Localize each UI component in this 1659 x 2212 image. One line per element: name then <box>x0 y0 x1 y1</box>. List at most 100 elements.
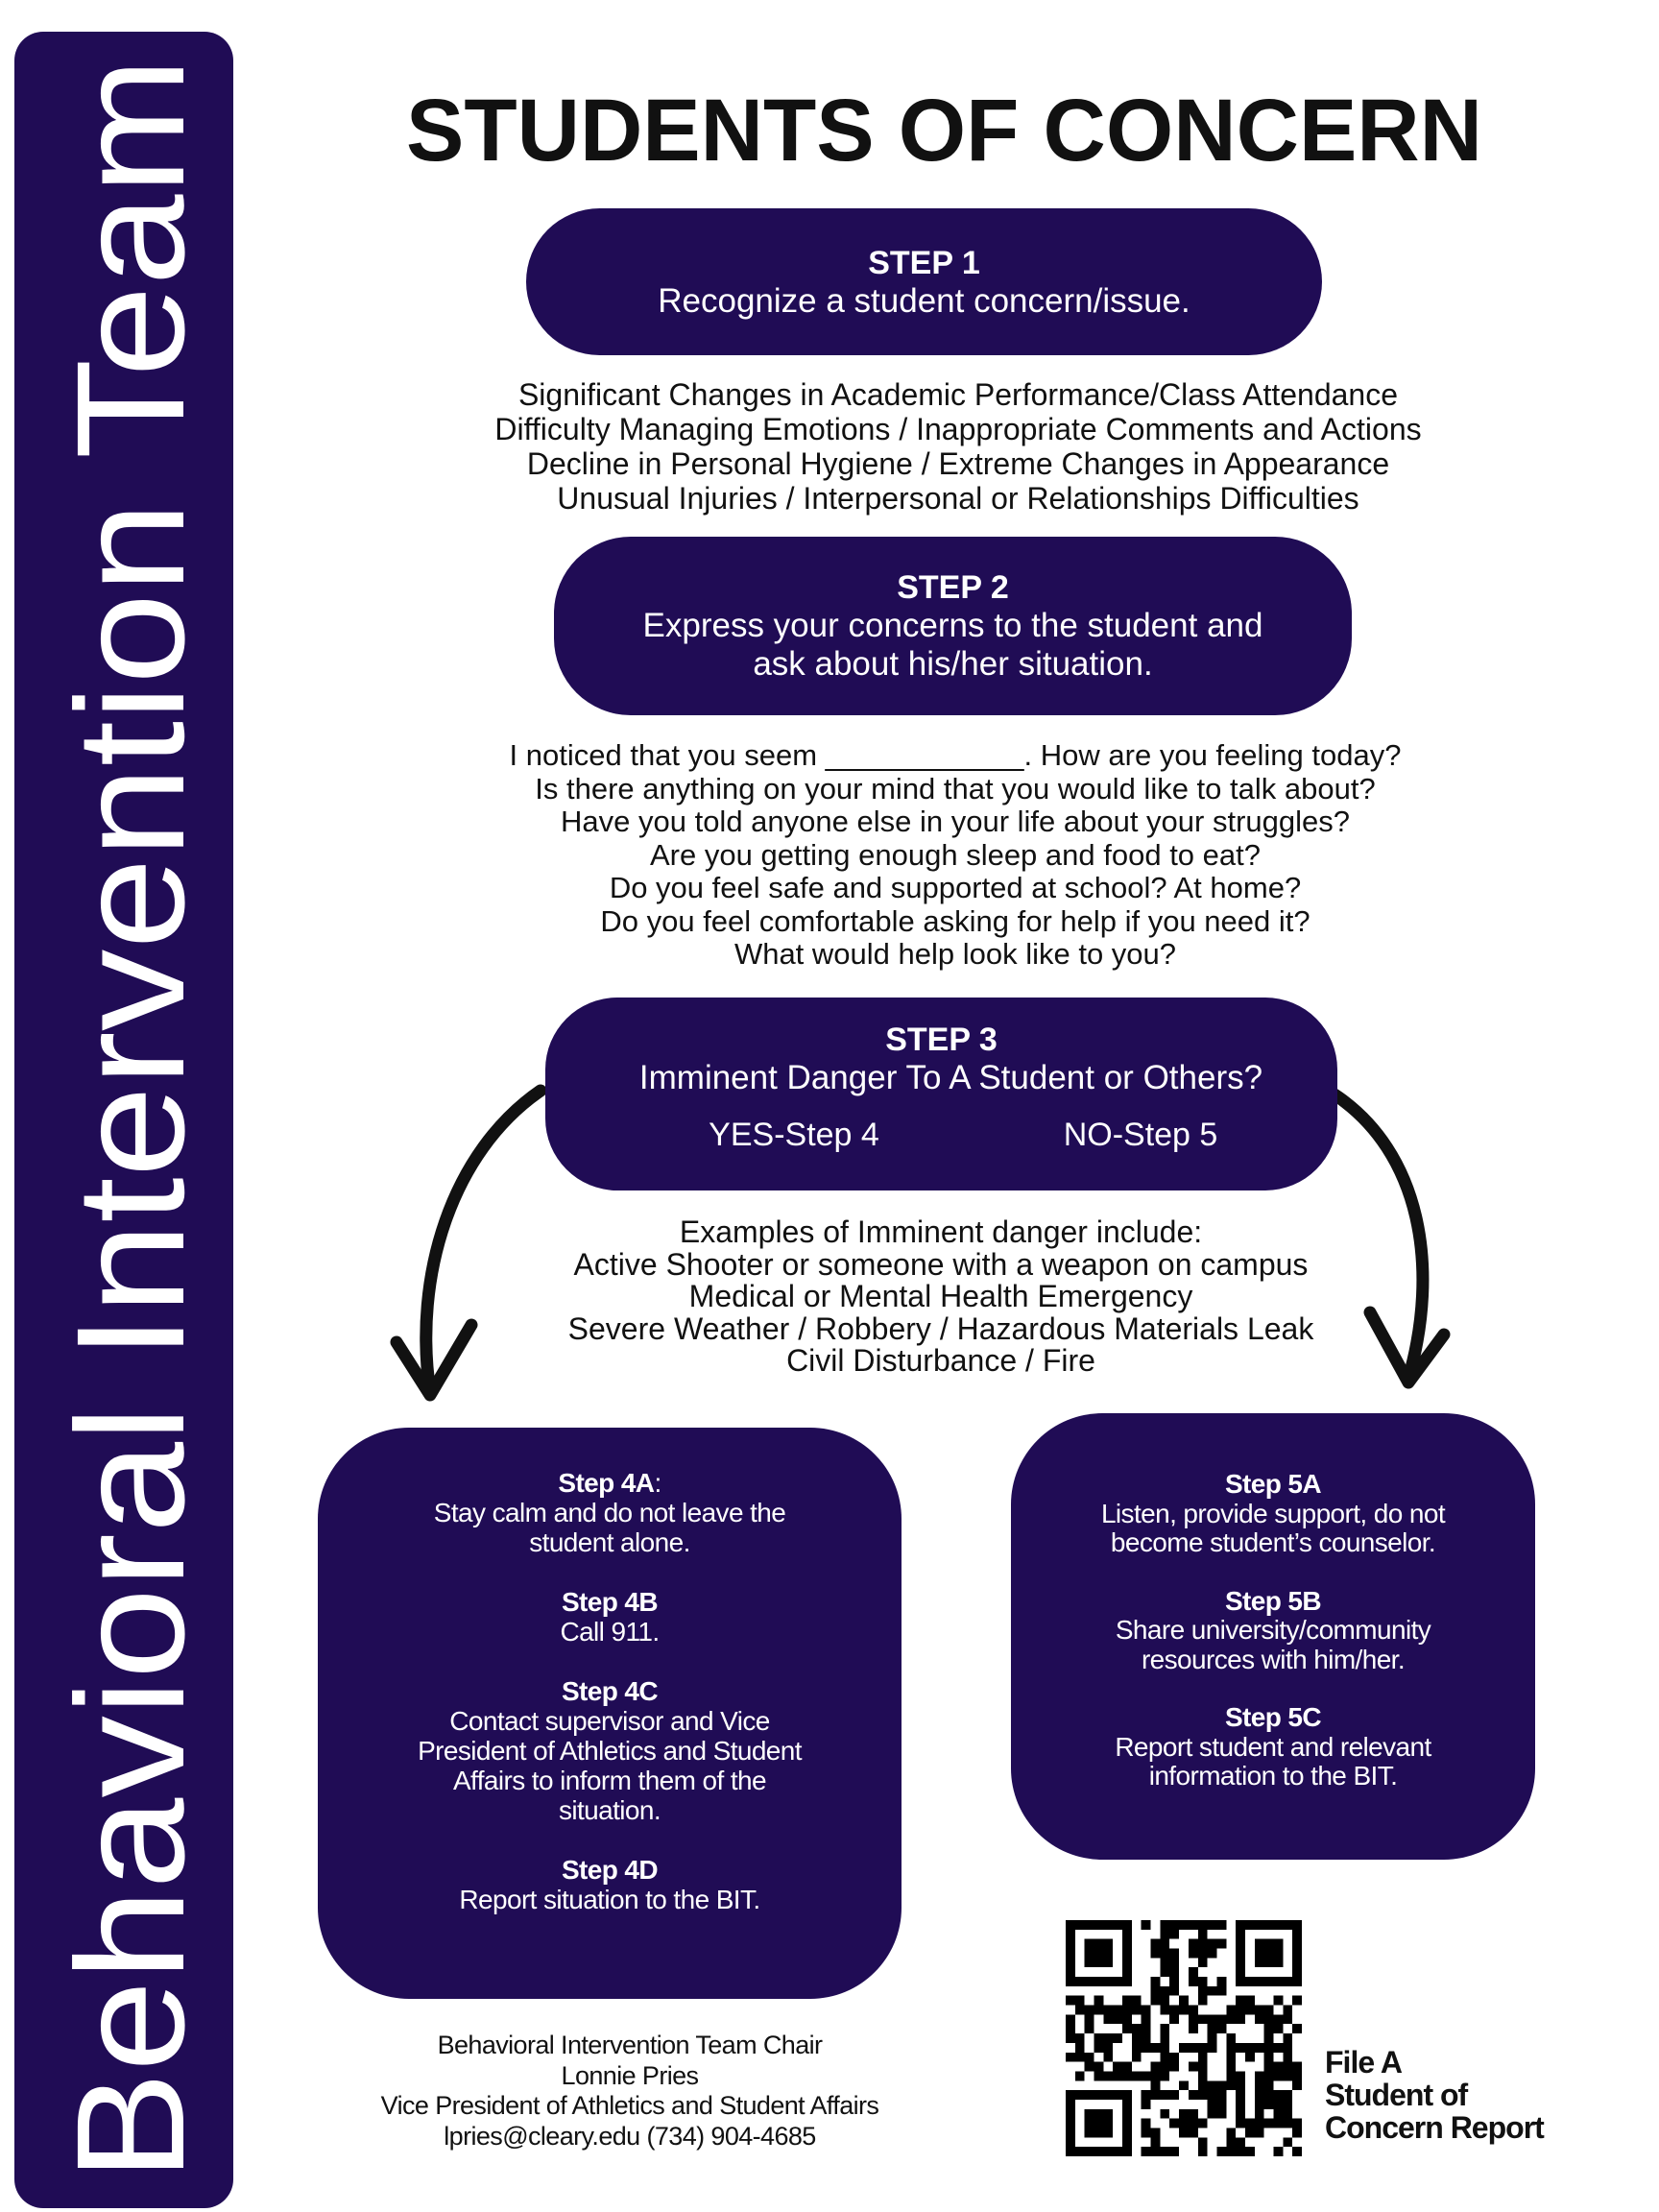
qr-module <box>1226 2147 1237 2156</box>
qr-module <box>1160 1985 1170 1996</box>
qr-module <box>1084 2014 1094 2025</box>
step4d-line: Report situation to the BIT. <box>459 1885 760 1914</box>
qr-module <box>1236 1967 1245 1978</box>
qr-module <box>1131 2005 1142 2015</box>
qr-module <box>1244 2052 1255 2062</box>
qr-module <box>1066 2137 1075 2148</box>
qr-module <box>1131 2042 1142 2053</box>
sign-line: Unusual Injuries / Interpersonal or Rela… <box>557 481 1359 516</box>
qr-module <box>1197 1938 1208 1949</box>
contact-email-phone[interactable]: lpries@cleary.edu (734) 904-4685 <box>444 2121 816 2151</box>
qr-module <box>1122 2118 1132 2128</box>
qr-module <box>1094 1977 1104 1986</box>
step1-signs: Significant Changes in Academic Performa… <box>494 377 1421 516</box>
qr-module <box>1244 2147 1255 2156</box>
step5-box: Step 5A Listen, provide support, do not … <box>1011 1413 1535 1860</box>
qr-module <box>1150 2147 1161 2156</box>
qr-module <box>1113 2090 1123 2100</box>
qr-module <box>1254 1958 1264 1968</box>
step1-heading: STEP 1 <box>868 244 980 281</box>
qr-module <box>1103 2052 1114 2062</box>
qr-module <box>1074 2005 1085 2015</box>
qr-module <box>1188 2014 1198 2025</box>
qr-module <box>1066 1920 1075 1930</box>
qr-module <box>1207 1938 1217 1949</box>
qr-module <box>1216 1920 1227 1930</box>
qr-module <box>1188 2024 1198 2034</box>
qr-module <box>1122 1929 1132 1939</box>
qr-module <box>1113 2014 1123 2025</box>
question-line: Do you feel safe and supported at school… <box>609 871 1302 904</box>
qr-module <box>1084 1977 1094 1986</box>
step5a-label: Step 5A <box>1224 1469 1322 1499</box>
qr-module <box>1207 2042 1217 2053</box>
step4b-line: Call 911. <box>560 1617 660 1647</box>
qr-module <box>1066 2108 1075 2119</box>
qr-module <box>1103 1948 1114 1959</box>
qr-module <box>1160 2042 1170 2053</box>
qr-module <box>1150 2080 1161 2091</box>
qr-label[interactable]: File A Student of Concern Report <box>1325 2046 1545 2144</box>
qr-module <box>1179 2108 1189 2119</box>
qr-module <box>1141 2014 1151 2025</box>
qr-module <box>1273 1977 1284 1986</box>
qr-module <box>1197 1948 1208 1959</box>
qr-module <box>1216 1985 1227 1996</box>
step4a-colon: : <box>654 1468 661 1498</box>
qr-module <box>1283 2099 1293 2109</box>
qr-module <box>1150 1938 1161 1949</box>
qr-module <box>1236 1920 1245 1930</box>
qr-module <box>1141 2033 1151 2043</box>
qr-module <box>1150 2090 1161 2100</box>
qr-module <box>1226 2052 1237 2062</box>
sign-line: Difficulty Managing Emotions / Inappropr… <box>494 412 1422 446</box>
qr-module <box>1141 2118 1151 2128</box>
arrow-to-step4 <box>390 1084 547 1402</box>
step2-pill: STEP 2 Express your concerns to the stud… <box>554 537 1352 715</box>
qr-module <box>1113 1977 1123 1986</box>
qr-module <box>1207 1948 1217 1959</box>
step2-text: ask about his/her situation. <box>753 645 1153 683</box>
step5b-label: Step 5B <box>1224 1585 1322 1616</box>
qr-module <box>1150 2128 1161 2138</box>
qr-module <box>1084 2118 1094 2128</box>
qr-module <box>1113 2061 1123 2072</box>
step1-pill: STEP 1 Recognize a student concern/issue… <box>526 208 1322 355</box>
qr-module <box>1216 2099 1227 2109</box>
qr-module <box>1216 2024 1227 2034</box>
qr-module <box>1226 2061 1237 2072</box>
step4a-label: Step 4A <box>558 1468 655 1498</box>
qr-module <box>1141 2024 1151 2034</box>
qr-module <box>1292 1958 1302 1968</box>
qr-module <box>1236 2147 1245 2156</box>
qr-module <box>1263 1920 1274 1930</box>
qr-module <box>1066 1995 1075 2006</box>
qr-module <box>1113 1920 1123 1930</box>
qr-module <box>1160 1938 1170 1949</box>
step5c-line: Report student and relevant <box>1115 1731 1431 1762</box>
qr-module <box>1122 1948 1132 1959</box>
qr-module <box>1283 2033 1293 2043</box>
qr-module <box>1074 2090 1085 2100</box>
qr-code[interactable] <box>1066 1920 1302 2156</box>
qr-module <box>1236 1995 1245 2006</box>
qr-module <box>1094 2071 1104 2081</box>
qr-module <box>1236 2108 1245 2119</box>
step4-box: Step 4A: Stay calm and do not leave the … <box>318 1428 902 1999</box>
qr-module <box>1160 2090 1170 2100</box>
qr-module <box>1244 1995 1255 2006</box>
sign-line: Significant Changes in Academic Performa… <box>517 377 1399 412</box>
qr-module <box>1263 2024 1274 2034</box>
qr-module <box>1283 2014 1293 2025</box>
qr-module <box>1141 2071 1151 2081</box>
qr-module <box>1207 1985 1217 1996</box>
question-line: What would help look like to you? <box>733 937 1177 971</box>
qr-module <box>1273 1995 1284 2006</box>
qr-module <box>1263 2014 1274 2025</box>
qr-module <box>1197 2052 1208 2062</box>
qr-module <box>1094 2090 1104 2100</box>
qr-module <box>1197 2090 1208 2100</box>
qr-module <box>1169 1929 1180 1939</box>
step5a-line: become student’s counselor. <box>1110 1527 1436 1557</box>
contact-title: Vice President of Athletics and Student … <box>380 2091 879 2120</box>
